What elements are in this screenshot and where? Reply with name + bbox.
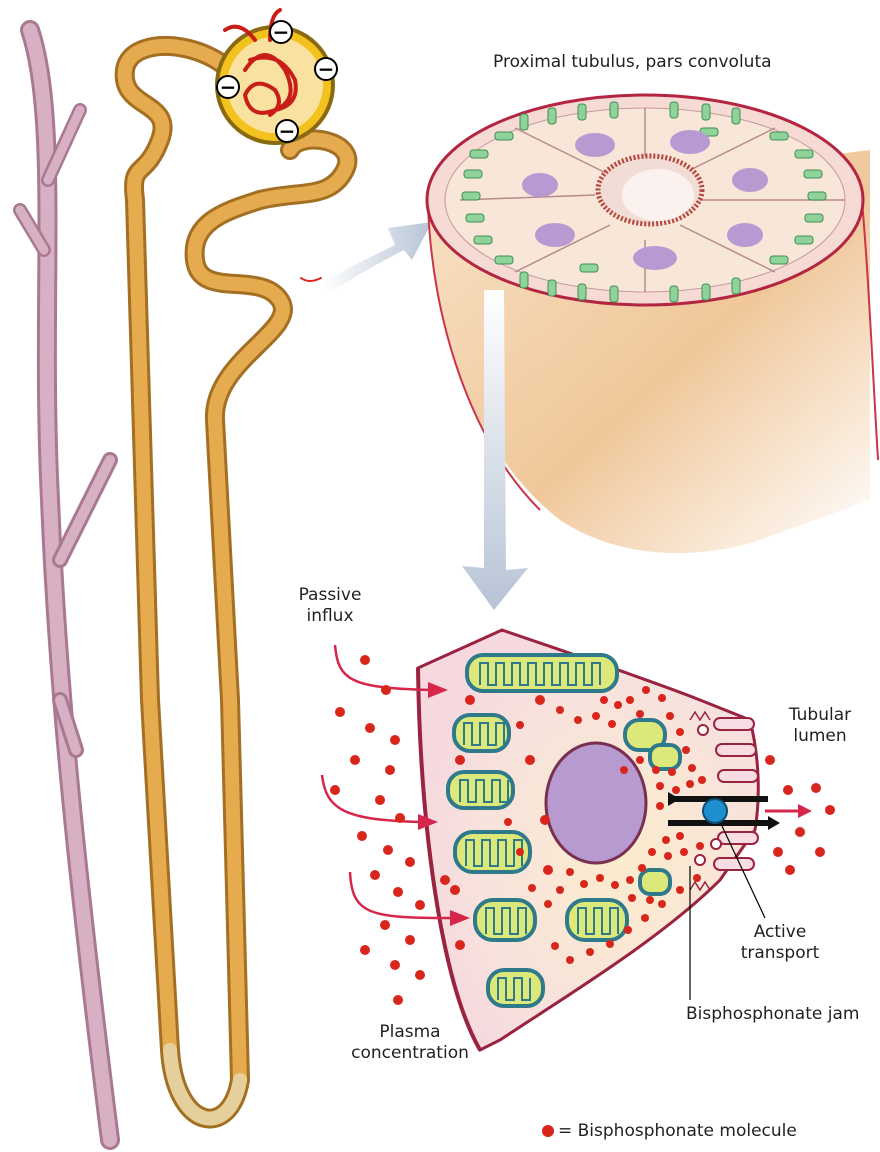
label-plasma-concentration: Plasma concentration — [340, 1022, 480, 1064]
svg-text:−: − — [220, 75, 237, 99]
nucleus — [546, 743, 646, 863]
label-passive-influx: Passive influx — [294, 585, 366, 627]
charge-3: − — [217, 75, 239, 99]
legend-dot — [542, 1125, 554, 1137]
svg-text:−: − — [318, 57, 335, 81]
charge-2: − — [315, 57, 337, 81]
zoom-arrow-tubule — [322, 222, 432, 292]
charge-4: − — [276, 119, 298, 143]
label-bisphosphonate-jam: Bisphosphonate jam — [686, 1004, 859, 1025]
collecting-vessel — [20, 30, 110, 1140]
svg-text:−: − — [273, 20, 290, 44]
charge-1: − — [270, 20, 292, 44]
label-proximal-tubulus: Proximal tubulus, pars convoluta — [493, 52, 772, 73]
label-tubular-lumen: Tubular lumen — [780, 705, 860, 747]
nephron-tubule — [125, 46, 348, 1119]
legend-label: = Bisphosphonate molecule — [558, 1121, 797, 1142]
label-active-transport: Active transport — [735, 922, 825, 964]
svg-text:−: − — [279, 119, 296, 143]
